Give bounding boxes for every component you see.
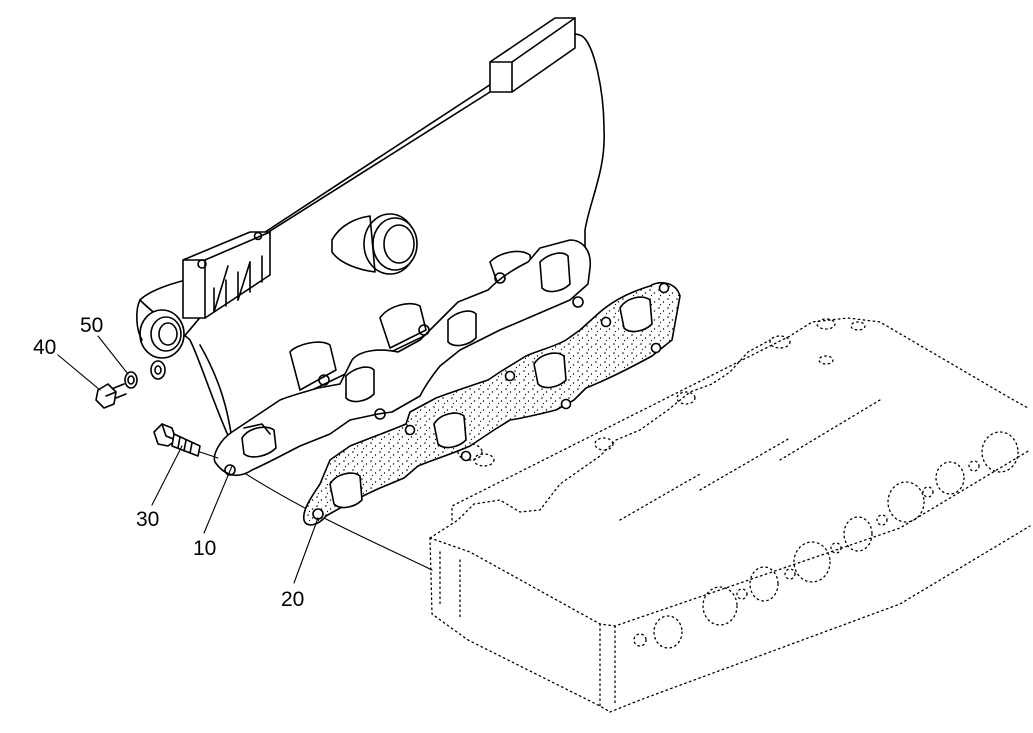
alignment-line xyxy=(231,464,433,571)
bolt-30 xyxy=(153,423,219,459)
cylinder-head xyxy=(429,317,1031,713)
callout-20: 20 xyxy=(281,588,304,611)
leader-lines xyxy=(57,335,319,584)
manifold-gasket xyxy=(302,282,681,526)
intake-manifold xyxy=(136,17,605,477)
callout-40: 40 xyxy=(33,336,56,359)
bolt-40 xyxy=(95,383,127,409)
callout-labels: 40 50 30 10 20 xyxy=(33,314,304,611)
washer-50 xyxy=(124,360,166,389)
callout-10: 10 xyxy=(193,537,216,560)
callout-50: 50 xyxy=(80,314,103,337)
callout-30: 30 xyxy=(136,508,159,531)
